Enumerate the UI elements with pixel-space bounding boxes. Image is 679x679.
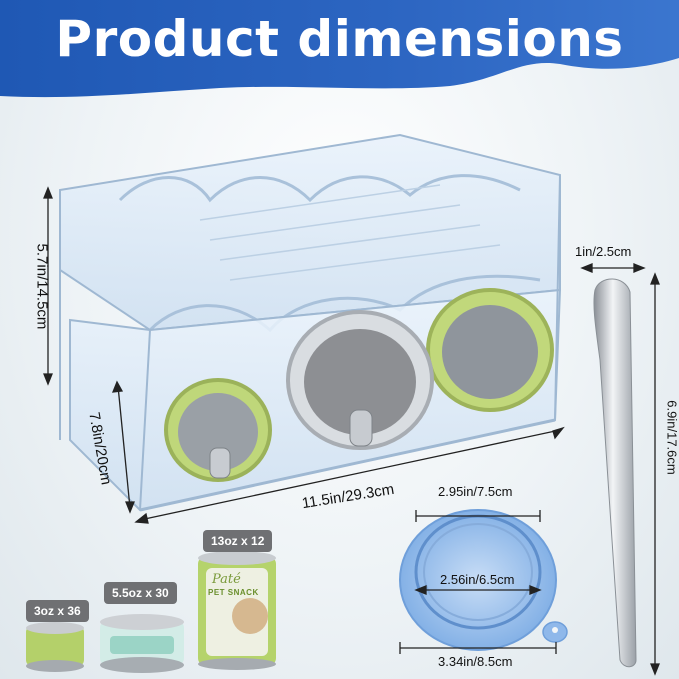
can-product-label: PET SNACK — [208, 588, 259, 597]
can-size-badge-3oz: 3oz x 36 — [26, 600, 89, 622]
rack-height-label: 5.7in/14.5cm — [33, 243, 51, 330]
spoon-width-label: 1in/2.5cm — [575, 244, 632, 259]
lid-top-label: 2.95in/7.5cm — [438, 484, 513, 499]
spoon-illustration — [593, 278, 637, 668]
rack-cans — [164, 288, 554, 482]
can-brand-label: Paté — [212, 572, 241, 587]
spoon-length-label: 6.9in/17.6cm — [664, 400, 679, 475]
can-3oz — [26, 622, 84, 672]
lid-inner-label: 2.56in/6.5cm — [440, 572, 515, 587]
can-size-badge-5oz: 5.5oz x 30 — [104, 582, 177, 604]
lid-dimension-lines — [399, 510, 557, 654]
can-5oz — [100, 614, 184, 673]
header-wave — [0, 0, 679, 98]
lid-outer-label: 3.34in/8.5cm — [438, 654, 513, 669]
page-title: Product dimensions — [55, 10, 624, 68]
can-lid — [399, 509, 568, 651]
can-13oz — [198, 551, 276, 670]
rack-dimension-lines — [43, 186, 565, 524]
header-banner: Product dimensions — [0, 0, 679, 100]
can-size-badge-13oz: 13oz x 12 — [203, 530, 273, 552]
spoon-dimension-lines — [580, 263, 660, 676]
